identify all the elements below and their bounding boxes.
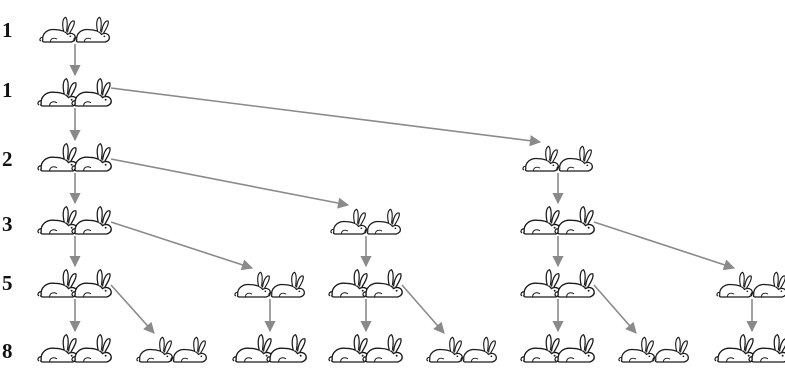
rabbit-pair-icon (522, 145, 593, 172)
arrow-g3-c-to-g4-e (593, 221, 736, 271)
generation-label-6: 8 (2, 339, 13, 363)
rabbit-pair-icon (716, 271, 785, 298)
rabbit-pair-icon (520, 206, 595, 235)
arrow-g2-a-to-g3-b (110, 158, 350, 209)
rabbit-pair-icon (232, 334, 307, 363)
rabbit-pair-icon (520, 334, 595, 363)
arrow-g4-a-to-g5-b (110, 284, 155, 334)
rabbit-pair-icon (714, 334, 785, 363)
generation-label-4: 3 (2, 212, 13, 236)
generation-label-2: 1 (2, 78, 13, 102)
rabbit-pair-icon (330, 208, 401, 235)
rabbit-pair-icon (37, 334, 112, 363)
generation-label-1: 1 (2, 18, 13, 42)
rabbit-pair-icon (328, 334, 403, 363)
generation-label-5: 5 (2, 271, 13, 295)
rabbit-pair-icon (37, 269, 112, 298)
rabbit-pair-icon (39, 16, 110, 43)
rabbit-pair-icon (37, 143, 112, 172)
rabbit-pair-icon (618, 336, 689, 363)
rabbit-pair-icon (328, 269, 403, 298)
rabbit-pair-icon (520, 269, 595, 298)
rabbit-pair-icon (426, 336, 497, 363)
rabbit-pair-icon (37, 78, 112, 107)
arrow-g1-a-to-g2-b (110, 87, 542, 147)
rabbit-pair-icon (136, 336, 207, 363)
arrow-g4-d-to-g5-g (593, 284, 637, 334)
arrow-g4-c-to-g5-e (401, 284, 445, 334)
rabbit-pair-icon (37, 206, 112, 235)
arrow-g3-a-to-g4-b (110, 221, 254, 271)
rabbit-pair-icon (234, 271, 305, 298)
generation-label-3: 2 (2, 147, 13, 171)
